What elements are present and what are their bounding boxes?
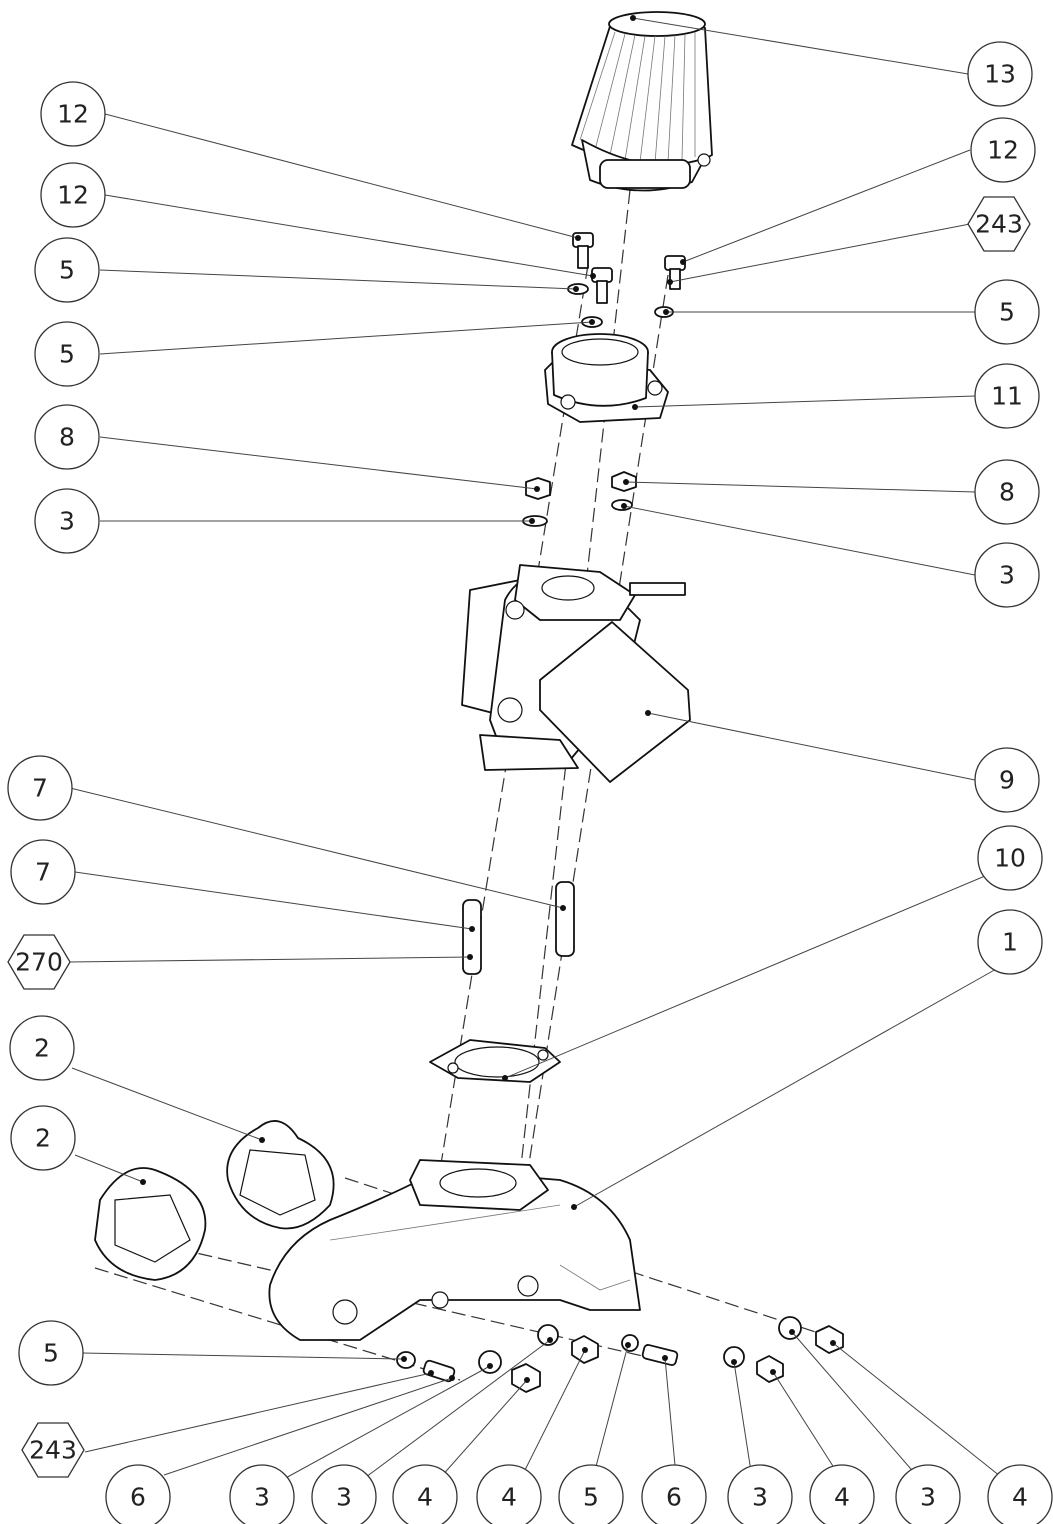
leader-lines xyxy=(69,17,1006,1481)
balloon-3: 3 xyxy=(974,542,1040,608)
balloon-12: 12 xyxy=(40,81,106,147)
screw-part-12 xyxy=(572,232,686,304)
balloon-label: 2 xyxy=(35,1124,51,1153)
balloon-1: 1 xyxy=(977,909,1043,975)
balloon-label: 4 xyxy=(834,1483,850,1512)
balloon-8: 8 xyxy=(34,404,100,470)
balloon-label: 11 xyxy=(991,382,1023,411)
balloon-4: 4 xyxy=(392,1464,458,1524)
intake-flange-part-11 xyxy=(544,333,669,423)
balloon-8: 8 xyxy=(974,459,1040,525)
balloon-5: 5 xyxy=(34,321,100,387)
air-filter-part-13 xyxy=(571,11,713,192)
balloon-label: 3 xyxy=(999,561,1015,590)
balloon-label: 9 xyxy=(999,766,1015,795)
balloon-label: 3 xyxy=(59,507,75,536)
exhaust-manifold-part-1 xyxy=(268,1159,641,1341)
balloon-3: 3 xyxy=(727,1464,793,1524)
balloon-2: 2 xyxy=(9,1015,75,1081)
balloon-6: 6 xyxy=(105,1464,171,1524)
balloon-label: 7 xyxy=(32,774,48,803)
balloon-9: 9 xyxy=(974,747,1040,813)
balloon-label: 5 xyxy=(583,1483,599,1512)
carburetor-part-9 xyxy=(461,564,691,783)
balloon-label: 8 xyxy=(59,423,75,452)
balloon-label: 4 xyxy=(1012,1483,1028,1512)
balloon-3: 3 xyxy=(895,1464,961,1524)
dowel-pin-part-7 xyxy=(462,881,575,975)
balloon-3: 3 xyxy=(311,1464,377,1524)
balloon-label: 3 xyxy=(254,1483,270,1512)
gasket-part-10 xyxy=(429,1039,561,1083)
balloon-7: 7 xyxy=(7,755,73,821)
balloon-2: 2 xyxy=(10,1105,76,1171)
balloon-label: 5 xyxy=(43,1339,59,1368)
balloon-label: 6 xyxy=(666,1483,682,1512)
balloon-5: 5 xyxy=(34,237,100,303)
balloon-label: 4 xyxy=(417,1483,433,1512)
balloon-12: 12 xyxy=(40,162,106,228)
balloon-6: 6 xyxy=(641,1464,707,1524)
balloon-label: 270 xyxy=(15,948,63,977)
balloon-label: 4 xyxy=(501,1483,517,1512)
nut-part-8 xyxy=(525,471,637,500)
balloon-label: 10 xyxy=(994,844,1026,873)
balloon-label: 3 xyxy=(336,1483,352,1512)
balloon-4: 4 xyxy=(809,1464,875,1524)
balloon-label: 12 xyxy=(987,136,1019,165)
balloon-label: 12 xyxy=(57,181,89,210)
balloon-label: 12 xyxy=(57,100,89,129)
balloon-4: 4 xyxy=(476,1464,542,1524)
balloon-label: 243 xyxy=(975,210,1023,239)
balloon-12: 12 xyxy=(970,117,1036,183)
leader-dots xyxy=(140,15,836,1383)
balloon-4: 4 xyxy=(987,1464,1053,1524)
balloon-label: 6 xyxy=(130,1483,146,1512)
washer-part-5 xyxy=(567,283,674,328)
balloon-5: 5 xyxy=(558,1464,624,1524)
balloon-label: 3 xyxy=(920,1483,936,1512)
balloon-hex-270: 270 xyxy=(7,934,71,990)
balloon-label: 2 xyxy=(34,1034,50,1063)
balloon-label: 1 xyxy=(1002,928,1018,957)
balloon-label: 5 xyxy=(59,340,75,369)
balloon-13: 13 xyxy=(967,41,1033,107)
balloon-hex-243: 243 xyxy=(967,196,1031,252)
balloon-3: 3 xyxy=(229,1464,295,1524)
balloon-label: 3 xyxy=(752,1483,768,1512)
balloon-7: 7 xyxy=(10,839,76,905)
balloon-5: 5 xyxy=(974,279,1040,345)
balloon-3: 3 xyxy=(34,488,100,554)
washer-part-3 xyxy=(522,499,633,527)
balloon-hex-243: 243 xyxy=(21,1422,85,1478)
balloon-label: 8 xyxy=(999,478,1015,507)
balloon-11: 11 xyxy=(974,363,1040,429)
balloon-label: 243 xyxy=(29,1436,77,1465)
balloon-10: 10 xyxy=(977,825,1043,891)
exhaust-gasket-part-2 xyxy=(94,1120,335,1281)
balloon-label: 13 xyxy=(984,60,1016,89)
balloon-label: 5 xyxy=(59,256,75,285)
balloon-label: 5 xyxy=(999,298,1015,327)
balloon-label: 7 xyxy=(35,858,51,887)
balloon-5: 5 xyxy=(18,1320,84,1386)
